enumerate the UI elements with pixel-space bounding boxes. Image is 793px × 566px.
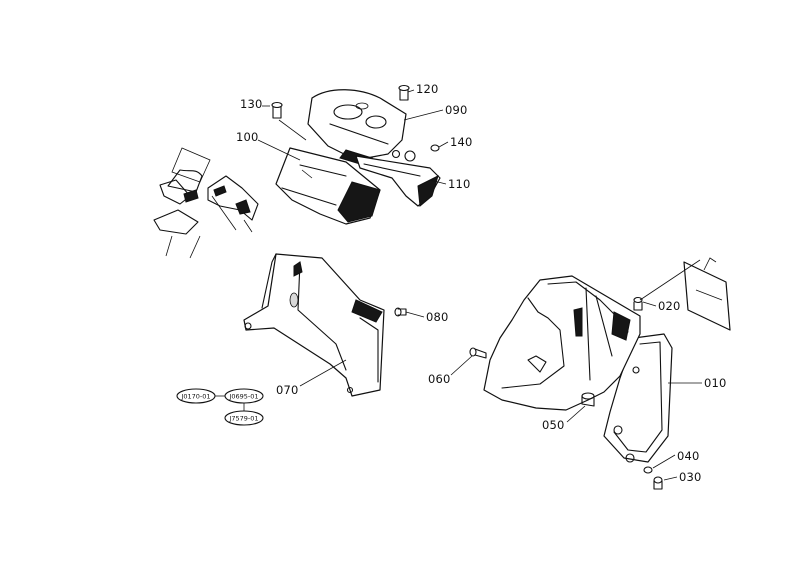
part-140-washer [430,144,440,152]
callout-120: 120 [416,82,439,96]
callout-030: 030 [679,470,702,484]
part-090-head-cover [307,89,416,165]
part-100-cover [275,147,381,225]
part-main-tray [483,275,641,411]
part-050-spacer [581,392,595,407]
part-020-bolt [633,296,643,311]
reference-tag-2: J0695-01 [228,393,258,401]
callout-130: 130 [240,97,263,111]
leader-lines [257,89,702,481]
callout-080: 080 [426,310,449,324]
part-060-bolt [469,347,487,359]
reference-tags [176,388,264,426]
callout-140: 140 [450,135,473,149]
part-bracket-plate [683,257,731,331]
callout-110: 110 [448,177,471,191]
part-130-bolt [271,101,307,141]
part-110-shroud [355,155,441,207]
callout-090: 090 [445,103,468,117]
part-030-bolt [653,476,663,490]
part-120-bolt [398,84,410,101]
part-040-washer [643,466,653,474]
reference-tag-1: J0170-01 [180,393,210,401]
part-070-panel [243,253,385,397]
callout-050: 050 [542,418,565,432]
callout-070: 070 [276,383,299,397]
callout-010: 010 [704,376,727,390]
callout-060: 060 [428,372,451,386]
callout-100: 100 [236,130,259,144]
part-080-bolt [394,307,407,317]
frame-bracket [153,147,259,259]
part-010-side-panel [603,333,673,463]
callout-020: 020 [658,299,681,313]
callout-040: 040 [677,449,700,463]
reference-tag-3: J7579-01 [228,415,258,423]
